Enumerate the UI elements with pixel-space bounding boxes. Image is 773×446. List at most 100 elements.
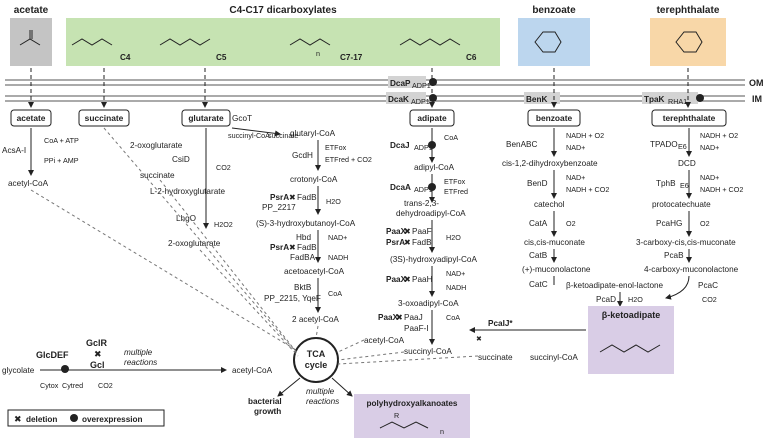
muconolactone: (+)-muconolactone: [522, 265, 591, 274]
pcaij-succinate: succinate: [478, 353, 513, 362]
oxoadipyl-coa: 3-oxoadipyl-CoA: [398, 299, 459, 308]
gcdh-etfox: ETFox: [325, 143, 347, 152]
c717-label: C7-17: [340, 53, 363, 62]
pcaij-label: PcaIJ*: [488, 319, 513, 328]
svg-text:✖: ✖: [404, 227, 411, 236]
succinate-product: succinate: [140, 171, 175, 180]
dcaa-label: DcaA: [390, 183, 411, 192]
acetate-product: acetyl-CoA: [8, 179, 49, 188]
s3hb: (S)-3-hydroxybutanoyl-CoA: [256, 219, 356, 228]
pcac-co2: CO2: [702, 295, 717, 304]
c4-label: C4: [120, 53, 131, 62]
dcaj-sub: ADP1: [414, 143, 433, 152]
acetate-structure: [19, 30, 41, 46]
cytox-label: Cytox: [40, 381, 59, 390]
dehydroadipyl-coa: dehydroadipyl-CoA: [396, 209, 466, 218]
psra2: PsrA: [270, 243, 289, 252]
c6-label: C6: [466, 53, 477, 62]
tphb-sub: E6: [680, 181, 689, 190]
tpak-overexpression-dot: [696, 94, 704, 102]
pha-box: [354, 394, 470, 438]
terephthalate-ring: [675, 31, 703, 53]
glcdef-overexpression-dot: [61, 365, 69, 373]
pcac-label: PcaC: [698, 281, 718, 290]
dcak-overexpression-dot: [429, 94, 437, 102]
adipate-coa2: CoA: [446, 313, 460, 322]
dcak-transporter: [386, 92, 426, 104]
pha-reactions: reactions: [306, 397, 339, 406]
catc-label: CatC: [529, 280, 548, 289]
adipate-nad: NAD+: [446, 269, 465, 278]
pha-title: polyhydroxyalkanoates: [366, 399, 457, 408]
tphb-label: TphB: [656, 179, 676, 188]
pha-r: R: [394, 411, 399, 420]
dicarboxylates-header: C4-C17 dicarboxylates: [229, 5, 337, 16]
gclr-cross: ✖: [94, 349, 102, 359]
adipate-acetyl-coa: acetyl-CoA: [364, 336, 405, 345]
dcap-label: DcaP: [390, 79, 411, 88]
adipyl-coa: adipyl-CoA: [414, 163, 455, 172]
benzoate-header: benzoate: [532, 5, 576, 16]
psra-adipate: PsrA: [386, 238, 405, 247]
paah: PaaH: [412, 275, 433, 284]
dcak-label: DcaK: [388, 95, 409, 104]
svg-text:✖: ✖: [396, 313, 403, 322]
glutaryl-coa: glutaryl-CoA: [290, 129, 336, 138]
tpado-nad: NAD+: [700, 143, 719, 152]
glutarate-node: glutarate: [188, 113, 224, 123]
node-boxes: [10, 109, 727, 127]
paax1: PaaX: [386, 227, 407, 236]
bend-label: BenD: [527, 179, 548, 188]
ketoadipate-structure: [599, 344, 661, 353]
glycolate-product: acetyl-CoA: [232, 366, 273, 375]
pcac-arrow: [665, 275, 690, 300]
dcak-sub: ADP1: [411, 97, 430, 106]
pha-n: n: [440, 427, 444, 436]
glycolate-reactions: reactions: [124, 358, 157, 367]
cata-o2: O2: [566, 219, 576, 228]
nad-label: NAD+: [328, 233, 347, 242]
gcdh-label: GcdH: [292, 151, 313, 160]
dicarboxylates-box: [66, 18, 500, 66]
paax2: PaaX: [386, 275, 407, 284]
pha-multiple: multiple: [306, 387, 335, 396]
ketoadipate-title: β-ketoadipate: [602, 310, 661, 320]
benk-label: BenK: [526, 95, 547, 104]
oxoglut1: 2-oxoglutarate: [130, 141, 183, 150]
hydroxyadipyl-coa: (3S)-hydroxyadipyl-CoA: [390, 255, 477, 264]
dcap-overexpression-dot: [429, 78, 437, 86]
acetate-substrate-box: [10, 18, 52, 66]
glycolate-multiple: multiple: [124, 348, 153, 357]
gcot-succoa: succinyl-CoA: [228, 131, 270, 140]
glycolate-substrate: glycolate: [2, 366, 35, 375]
pha-structure: [379, 421, 429, 429]
tpado-sub: E6: [678, 142, 687, 151]
paax3: PaaX: [378, 313, 399, 322]
acsa-label: AcsA-I: [2, 146, 26, 155]
fadb1: FadB: [297, 193, 317, 202]
dcaj-overexpression-dot: [428, 141, 436, 149]
terephthalate-node: terephthalate: [663, 113, 716, 123]
benzoate-node: benzoate: [536, 113, 573, 123]
csid-co2: CO2: [216, 163, 231, 172]
benzoate-ring: [534, 31, 562, 53]
pcahg-o2: O2: [700, 219, 710, 228]
benabc-nadh-o2: NADH + O2: [566, 131, 604, 140]
acetoacetyl-coa: acetoacetyl-CoA: [284, 267, 345, 276]
protocatechuate: protocatechuate: [652, 200, 711, 209]
acetate-co1: CoA + ATP: [44, 136, 79, 145]
tca-feed-lines: [30, 127, 479, 365]
cytred-label: Cytred: [62, 381, 83, 390]
growth-label1: bacterial: [248, 397, 282, 406]
tphb-nad: NAD+: [700, 173, 719, 182]
h2o-label: H2O: [326, 197, 341, 206]
deletion-cross-icon: ✖: [14, 414, 22, 424]
fadb-adipate: FadB: [412, 238, 432, 247]
l2hg: L-2-hydroxyglutarate: [150, 187, 226, 196]
tpak-label: TpaK: [644, 95, 665, 104]
outer-membrane: [5, 79, 745, 86]
trans-label: trans-2,3-: [404, 199, 439, 208]
adipate-h2o: H2O: [446, 233, 461, 242]
gcl-label: Gcl: [90, 360, 105, 370]
dcd: DCD: [678, 159, 696, 168]
